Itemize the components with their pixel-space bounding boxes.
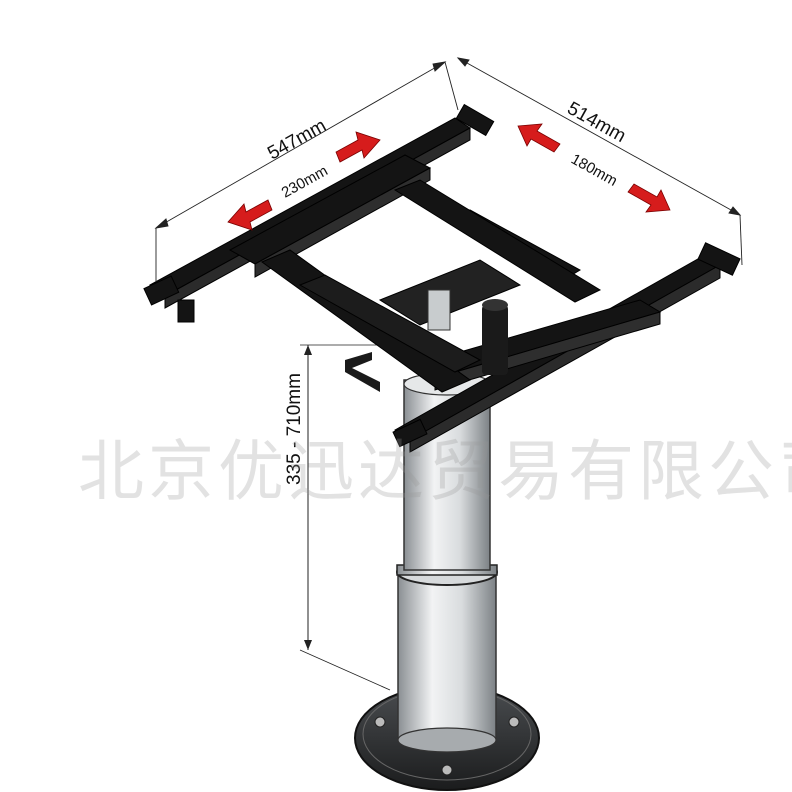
height-adjust-lever (345, 289, 508, 392)
depth-dimension (456, 57, 743, 266)
bolt-hole (508, 716, 520, 728)
arrow-up-left-icon (517, 123, 561, 153)
bolt-hole (441, 764, 453, 776)
arrow-right-icon (335, 131, 381, 163)
height-label: 335 - 710mm (284, 373, 305, 485)
swivel-slide-frame (143, 103, 741, 453)
arrow-left-icon (227, 199, 273, 231)
width-label: 547mm (264, 115, 330, 164)
bolt-hole (374, 716, 386, 728)
width-dimension (154, 61, 459, 282)
arrow-down-right-icon (627, 183, 671, 213)
height-dimension (299, 344, 410, 691)
slide-arrows (227, 123, 671, 231)
slide-y-label: 180mm (568, 151, 620, 190)
